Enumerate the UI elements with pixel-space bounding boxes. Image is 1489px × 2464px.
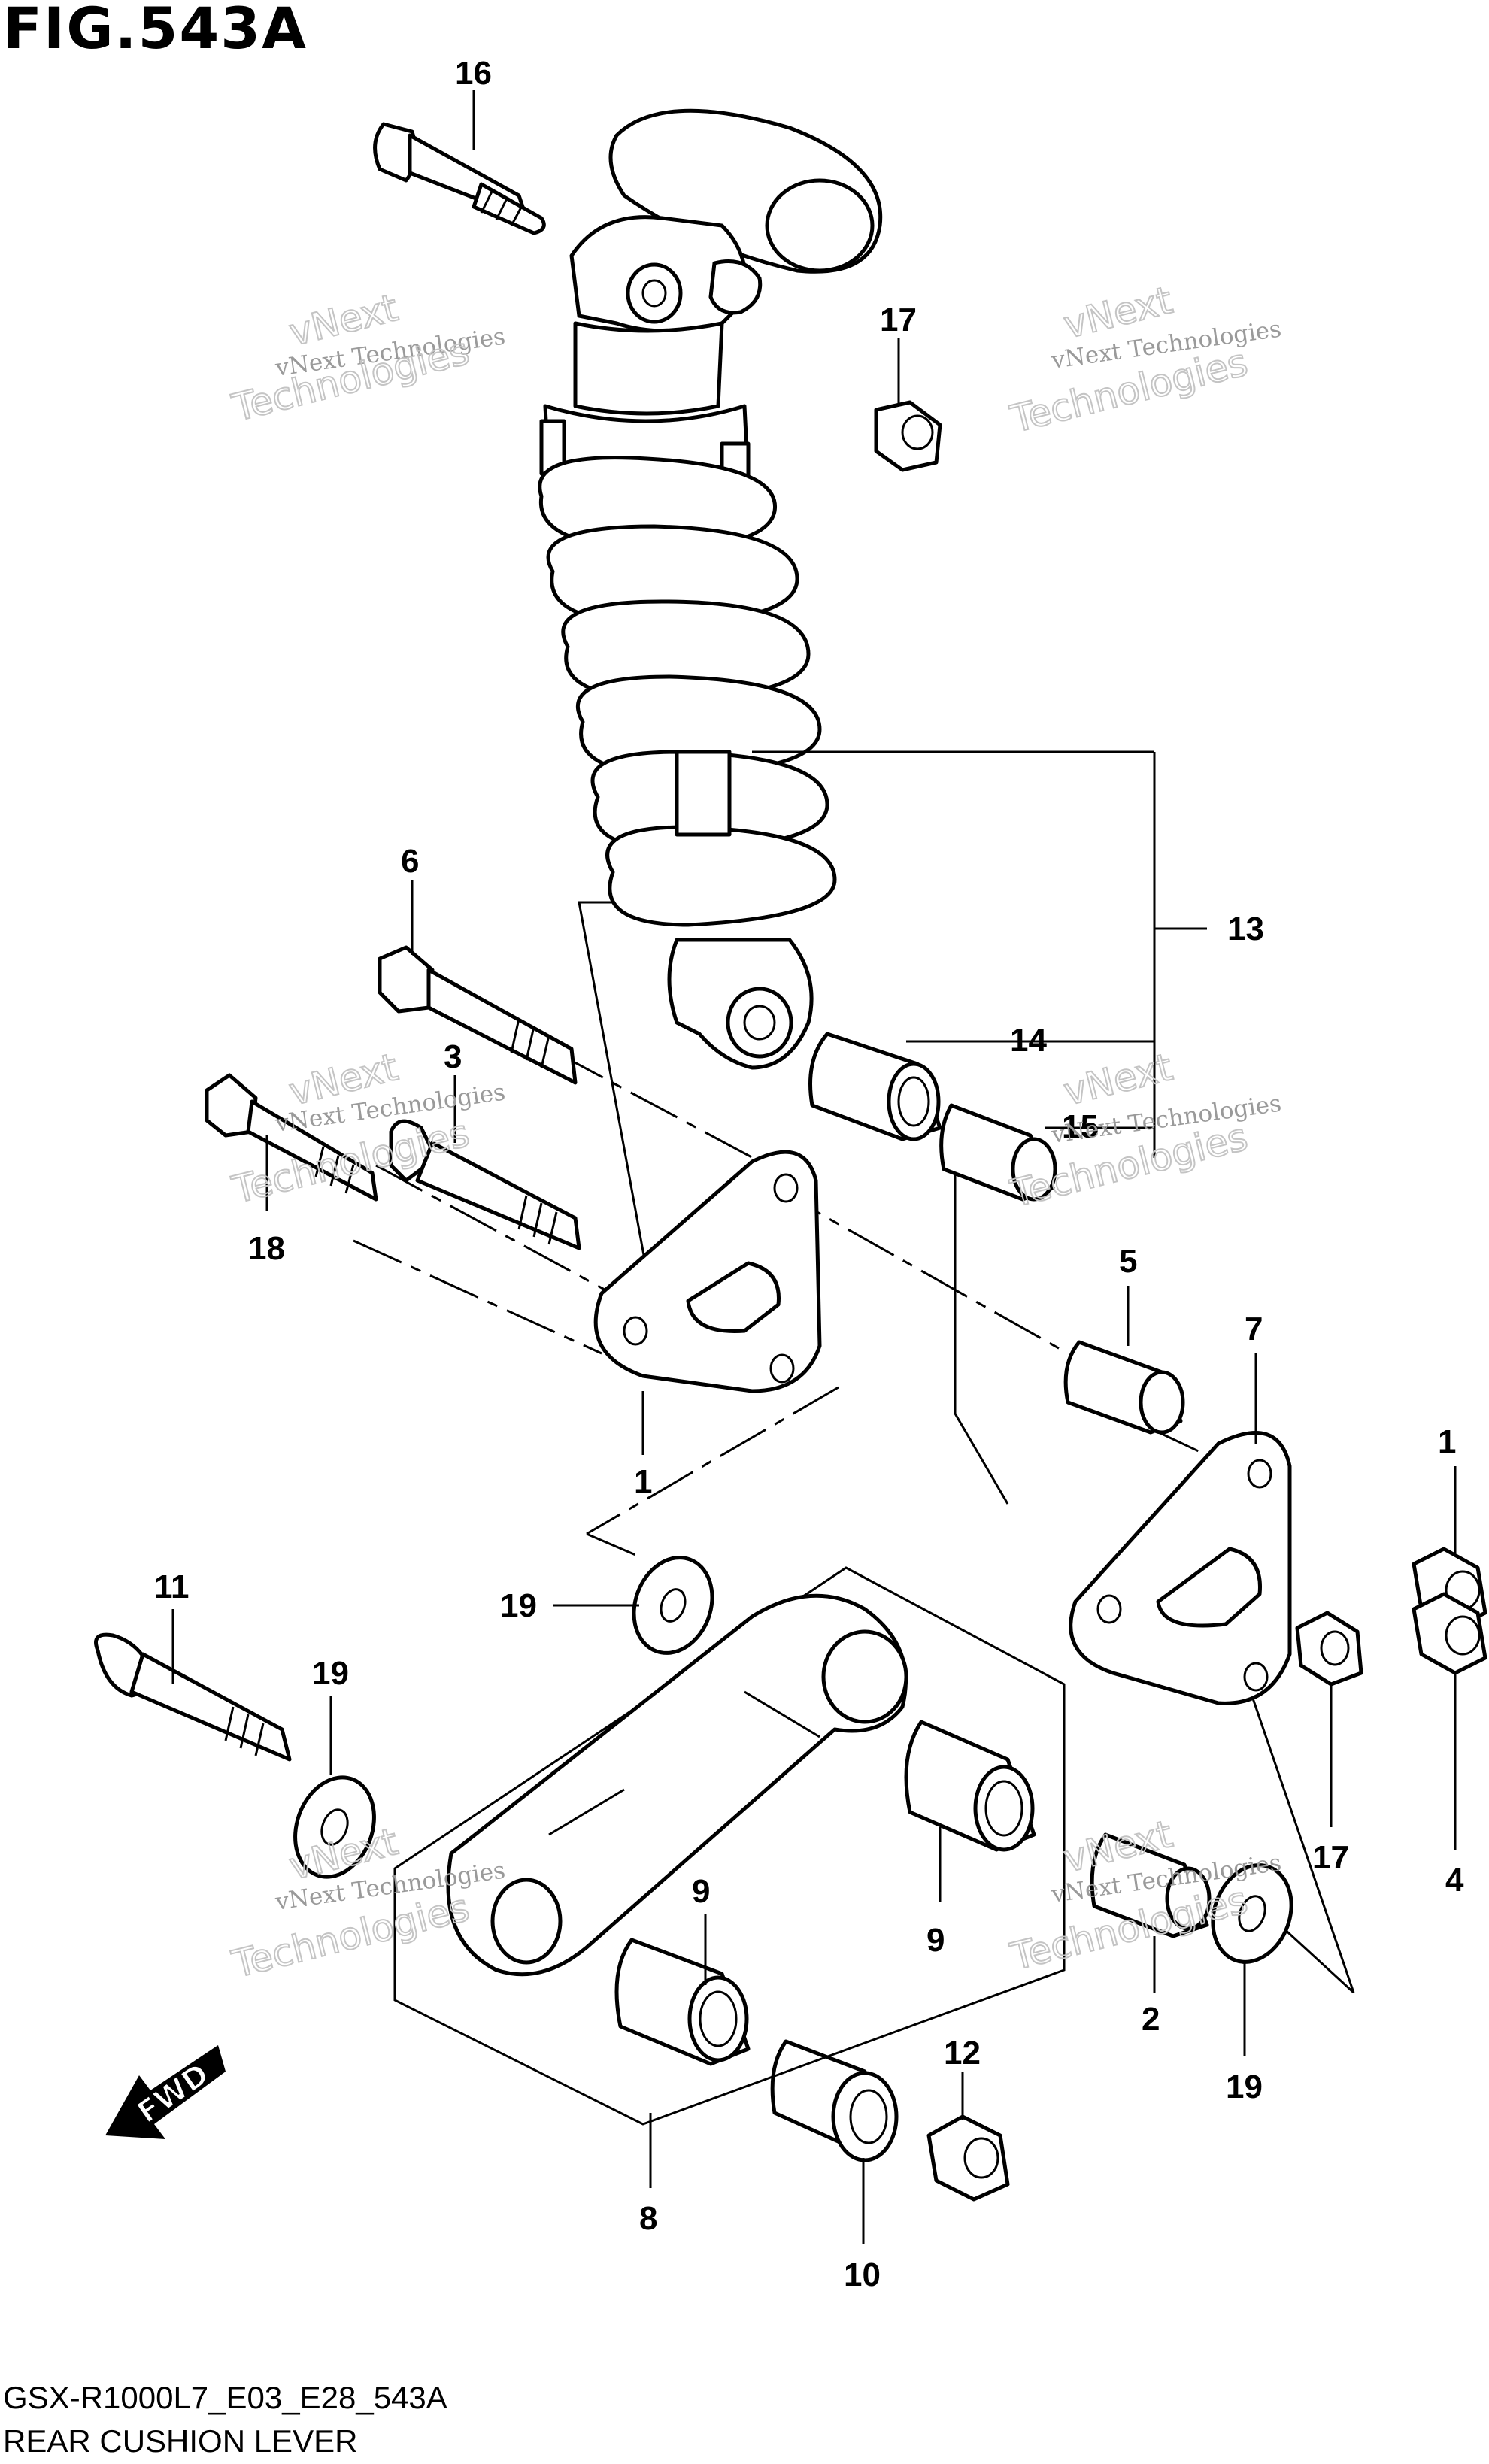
callout-17-lower: 17	[1312, 1839, 1349, 1876]
callout-9-left: 9	[692, 1873, 710, 1910]
washer-19-left	[293, 1775, 376, 1879]
bolt-3	[389, 1119, 581, 1250]
callout-1-left: 1	[634, 1463, 652, 1500]
washer-19-upper	[632, 1556, 714, 1655]
collar-5	[1063, 1340, 1185, 1435]
callout-5: 5	[1119, 1243, 1137, 1280]
callout-4: 4	[1445, 1862, 1464, 1899]
callout-19-upper: 19	[500, 1587, 537, 1624]
callout-13: 13	[1227, 911, 1264, 947]
watermark-mid-right: vNext Technologies vNext Technologies	[1005, 1044, 1283, 1217]
figure-title: FIG.543A	[3, 0, 308, 62]
washer-19-right	[1211, 1863, 1293, 1964]
bearing-9-lower	[614, 1938, 751, 2066]
cushion-rod-8	[393, 1566, 1066, 2126]
shock-spring	[538, 456, 837, 927]
collar-15	[939, 1103, 1057, 1202]
callout-19-left: 19	[312, 1655, 349, 1692]
callout-16: 16	[455, 55, 492, 92]
bolt-11	[94, 1632, 292, 1762]
bolt-18	[205, 1073, 378, 1202]
nut-12	[926, 2114, 1010, 2202]
bearing-9-upper	[904, 1720, 1036, 1852]
callout-18: 18	[248, 1230, 285, 1267]
callout-labels: 16 17 13 14 15 6 3 18 5 1 7 1 11 19 19 1…	[154, 55, 1464, 2293]
collar-10	[770, 2039, 899, 2162]
collar-2	[1090, 1832, 1212, 1938]
nut-17-lower	[1295, 1611, 1363, 1687]
leader-lines	[171, 90, 1457, 2244]
fwd-arrow-icon: FWD	[105, 2045, 226, 2139]
bracket-1-right	[1069, 1431, 1292, 1705]
svg-text:vNext: vNext	[1060, 1045, 1177, 1114]
watermark-top-right: vNext Technologies vNext Technologies	[1005, 277, 1283, 442]
rear-shock-absorber	[538, 108, 883, 1070]
nut-4	[1412, 1592, 1487, 1675]
callout-10: 10	[844, 2256, 881, 2293]
model-code: GSX-R1000L7_E03_E28_543A	[3, 2380, 447, 2415]
callout-15: 15	[1062, 1108, 1099, 1145]
callout-6: 6	[401, 843, 419, 880]
callout-1-right: 7	[1245, 1311, 1263, 1347]
callout-2: 2	[1142, 2001, 1160, 2038]
nut-17-upper	[874, 400, 942, 472]
callout-9-right: 9	[926, 1922, 945, 1959]
figure-name: REAR CUSHION LEVER	[3, 2423, 358, 2459]
callout-3: 3	[444, 1038, 462, 1075]
bolt-16	[373, 122, 546, 235]
bolt-6	[378, 945, 578, 1085]
fwd-label: FWD	[131, 2056, 215, 2130]
callout-14: 14	[1010, 1022, 1047, 1059]
bearing-14	[808, 1032, 942, 1141]
watermark-top-left: vNext Technologies vNext Technologies	[227, 285, 507, 431]
callout-8: 8	[639, 2200, 657, 2237]
callout-19-right: 19	[1226, 2068, 1263, 2105]
bracket-1-left	[593, 1150, 822, 1393]
callout-7: 1	[1438, 1423, 1456, 1460]
callout-17: 17	[880, 302, 917, 338]
callout-12: 12	[944, 2035, 981, 2072]
callout-11: 11	[154, 1568, 190, 1605]
